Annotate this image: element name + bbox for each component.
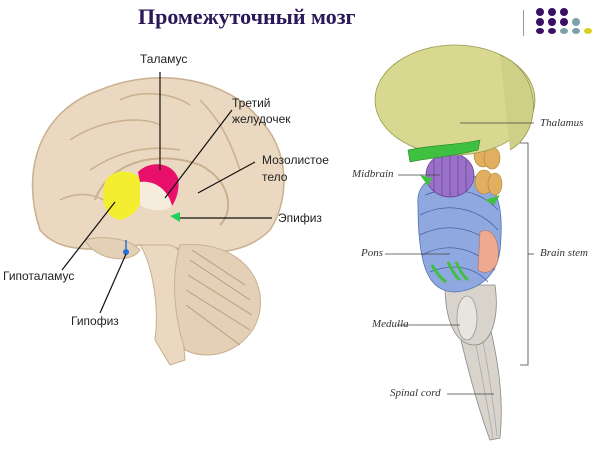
label-corpus-callosum-line2: тело <box>262 170 288 184</box>
label-hypothalamus: Гипоталамус <box>3 269 75 283</box>
label-thalamus: Таламус <box>140 52 188 66</box>
brainstem-illustration <box>374 44 536 441</box>
label-pons: Pons <box>361 247 383 259</box>
label-hypophysis: Гипофиз <box>71 314 119 328</box>
title-divider <box>523 10 524 36</box>
page-title: Промежуточный мозг <box>138 4 356 29</box>
label-corpus-callosum-line1: Мозолистое <box>262 153 329 167</box>
label-spinal-cord: Spinal cord <box>390 387 441 399</box>
label-third-ventricle-line1: Третий <box>232 96 271 110</box>
label-epiphysis: Эпифиз <box>278 211 322 225</box>
label-third-ventricle-line2: желудочек <box>232 112 291 126</box>
sagittal-brain-illustration <box>31 77 285 366</box>
label-medulla: Medulla <box>372 318 409 330</box>
right-leader-lines <box>385 122 534 395</box>
label-thalamus-en: Thalamus <box>540 117 584 129</box>
label-brain-stem: Brain stem <box>540 247 588 259</box>
label-midbrain: Midbrain <box>352 168 394 180</box>
decorative-dot-grid-icon <box>536 8 596 36</box>
left-leader-lines <box>61 72 272 314</box>
